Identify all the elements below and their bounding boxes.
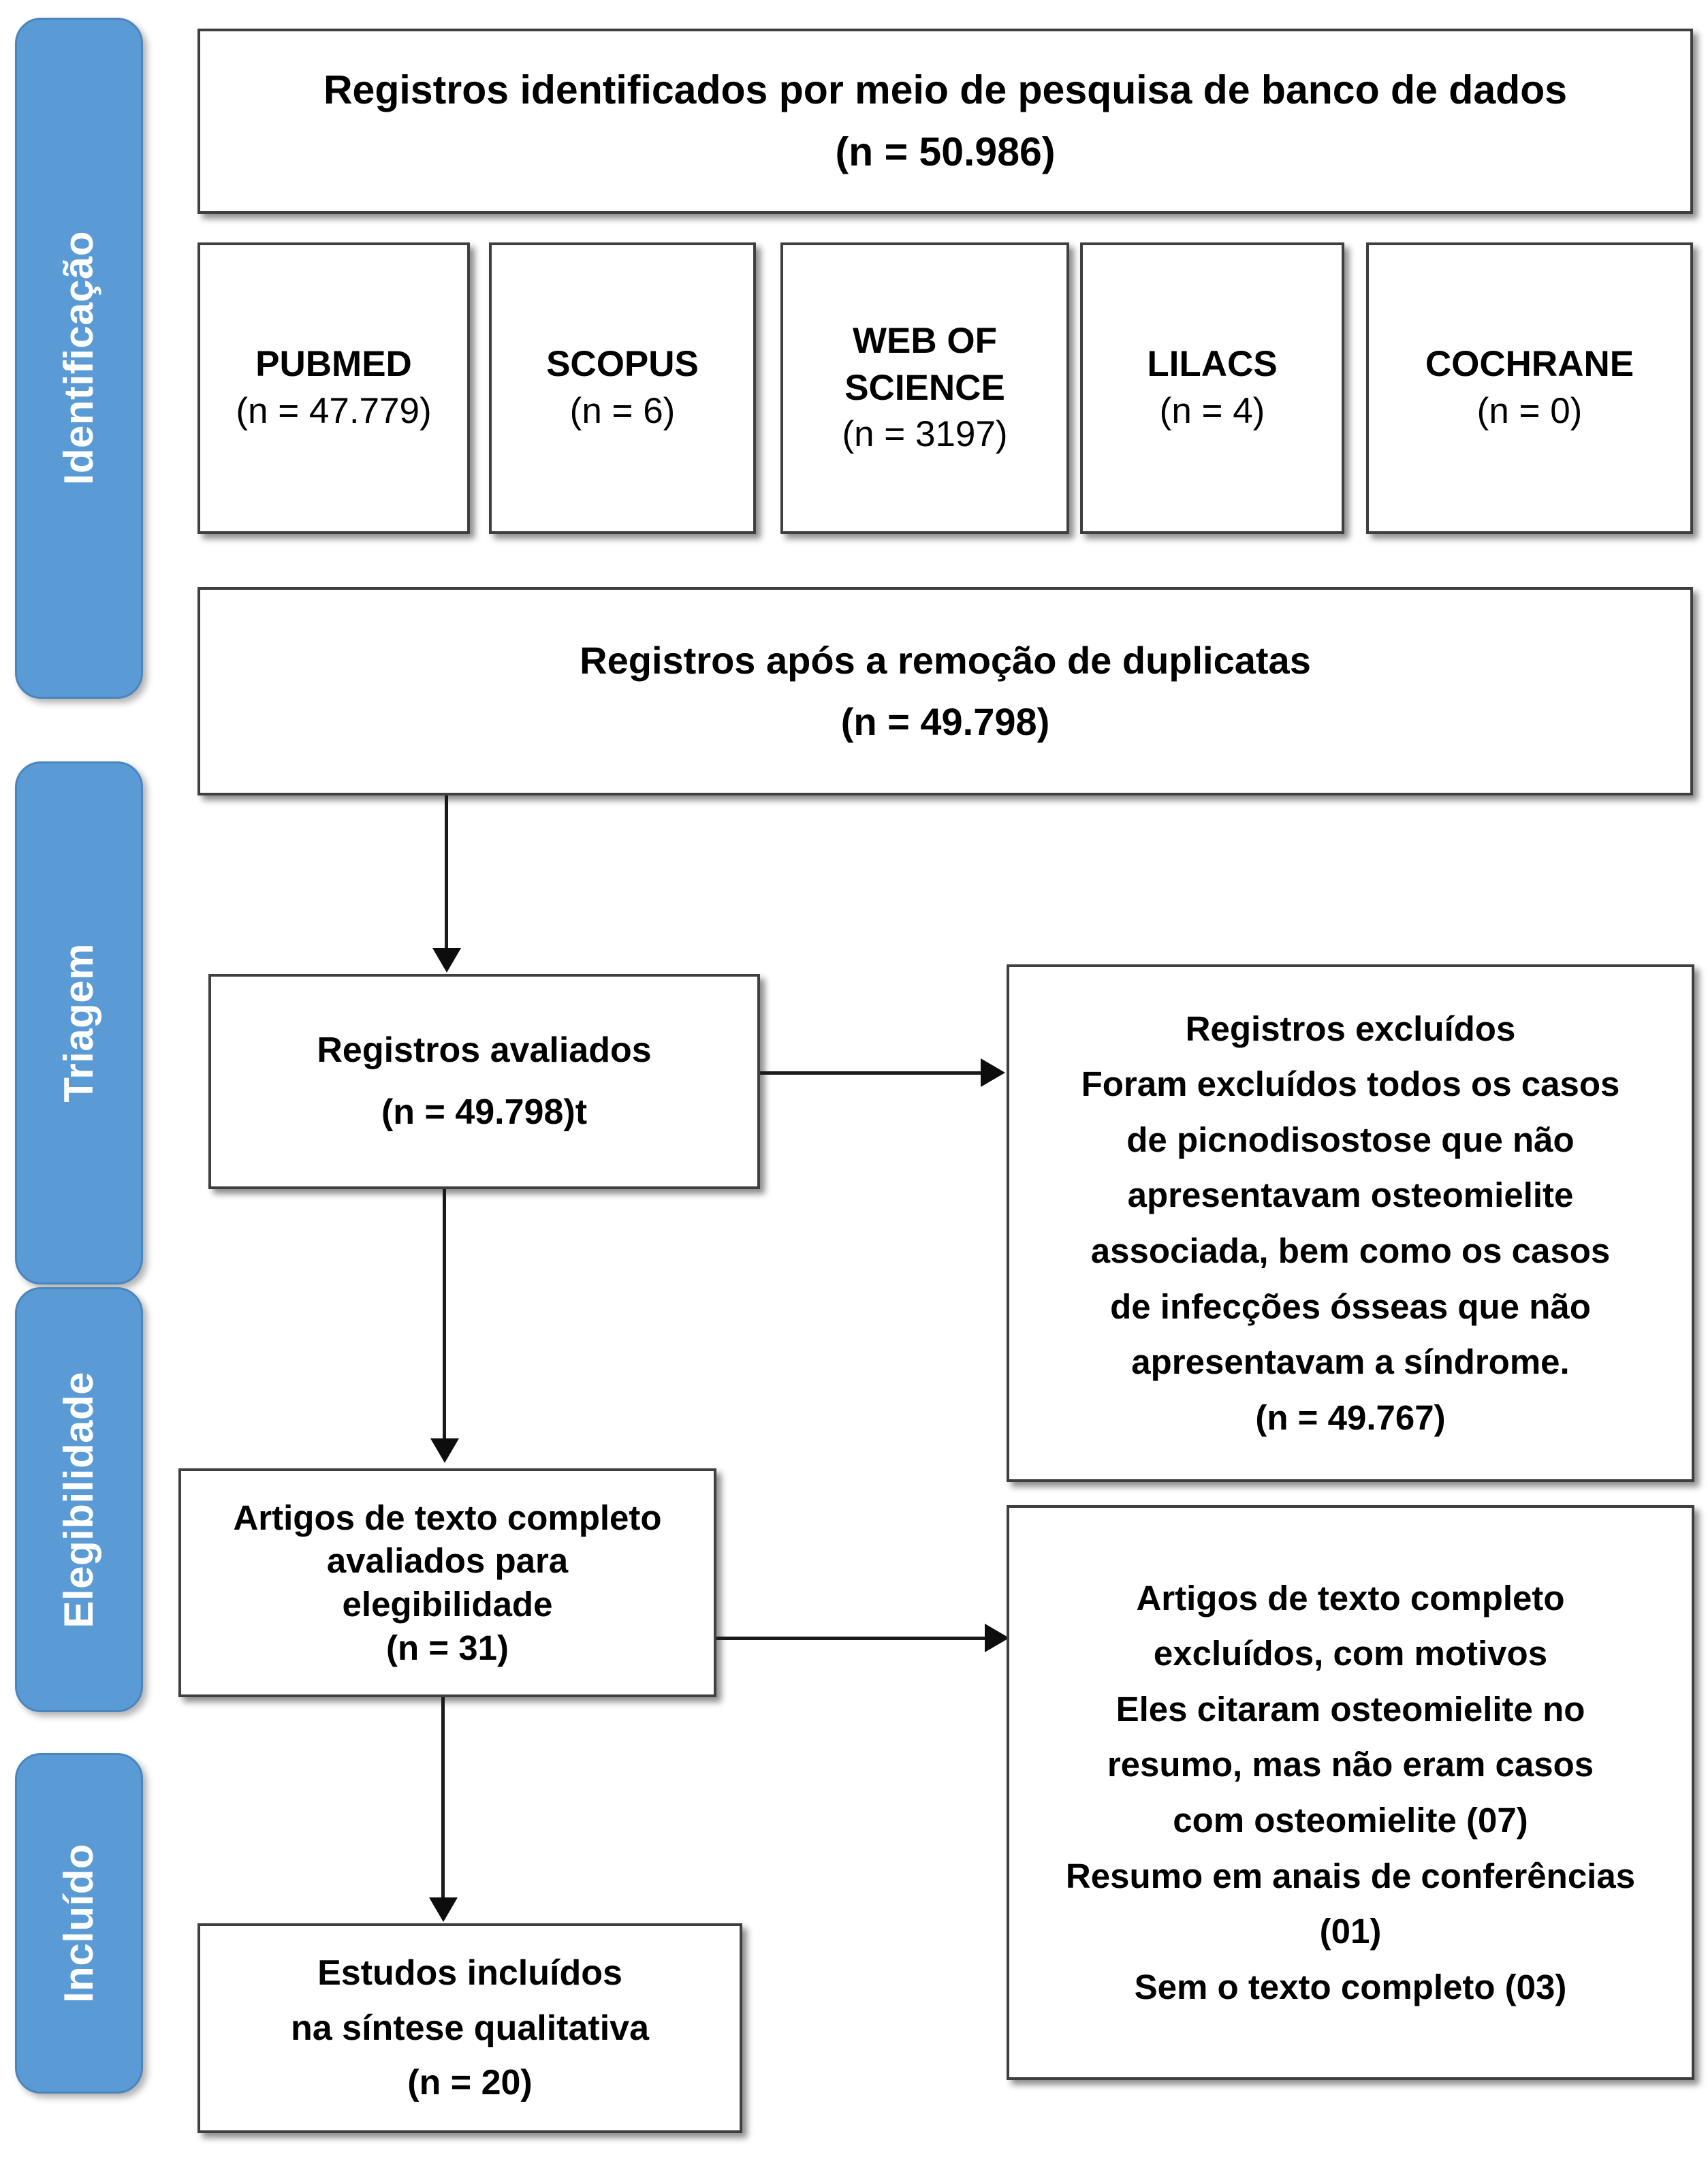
database-box-lilacs: LILACS (n = 4) bbox=[1080, 242, 1344, 534]
fulltext-assessed-line-2: avaliados para bbox=[326, 1541, 569, 1581]
studies-included-count: (n = 20) bbox=[407, 2063, 533, 2103]
database-name-scopus: SCOPUS bbox=[546, 344, 699, 385]
records-after-duplicates-title: Registros após a remoção de duplicatas bbox=[580, 639, 1311, 682]
database-count-scopus: (n = 6) bbox=[569, 391, 676, 431]
connector-dedup-to-screened bbox=[445, 795, 448, 949]
records-screened-count: (n = 49.798)t bbox=[381, 1092, 588, 1132]
connector-screened-to-eligibility bbox=[443, 1189, 446, 1440]
stage-label-elegibilidade: Elegibilidade bbox=[56, 1371, 101, 1628]
fulltext-excluded-box: Artigos de texto completo excluídos, com… bbox=[1007, 1505, 1694, 2080]
database-name-cochrane: COCHRANE bbox=[1425, 344, 1634, 385]
database-name-web-of-science-line1: WEB OF bbox=[853, 320, 997, 361]
records-after-duplicates-box: Registros após a remoção de duplicatas (… bbox=[197, 587, 1693, 795]
stage-bar-incluido: Incluído bbox=[15, 1753, 143, 2094]
stage-bar-elegibilidade: Elegibilidade bbox=[15, 1287, 143, 1712]
fulltext-assessed-line-3: elegibilidade bbox=[342, 1585, 553, 1624]
records-excluded-count: (n = 49.767) bbox=[1255, 1398, 1446, 1437]
records-identified-box: Registros identificados por meio de pesq… bbox=[197, 29, 1693, 214]
fulltext-excluded-title-line-1: Artigos de texto completo bbox=[1136, 1578, 1565, 1618]
records-identified-count: (n = 50.986) bbox=[835, 129, 1056, 174]
studies-included-line-1: Estudos incluídos bbox=[317, 1953, 622, 1993]
stage-label-identificacao: Identificação bbox=[56, 231, 101, 486]
arrow-dedup-to-screened bbox=[432, 948, 461, 973]
studies-included-line-2: na síntese qualitativa bbox=[291, 2008, 649, 2048]
arrow-screened-to-eligibility bbox=[430, 1438, 459, 1463]
studies-included-box: Estudos incluídos na síntese qualitativa… bbox=[197, 1923, 742, 2133]
stage-bar-triagem: Triagem bbox=[15, 761, 143, 1284]
fulltext-assessed-line-1: Artigos de texto completo bbox=[233, 1498, 662, 1537]
records-excluded-reason-line-3: apresentavam osteomielite bbox=[1127, 1176, 1574, 1215]
records-excluded-reason-line-2: de picnodisostose que não bbox=[1126, 1120, 1575, 1159]
records-excluded-reason-line-6: apresentavam a síndrome. bbox=[1131, 1342, 1570, 1382]
database-box-web-of-science: WEB OF SCIENCE (n = 3197) bbox=[780, 242, 1069, 534]
fulltext-excluded-reason-1-line-1: Eles citaram osteomielite no bbox=[1116, 1689, 1585, 1729]
records-identified-title: Registros identificados por meio de pesq… bbox=[323, 67, 1568, 112]
database-box-cochrane: COCHRANE (n = 0) bbox=[1366, 242, 1693, 534]
fulltext-excluded-reason-3-line-1: Sem o texto completo (03) bbox=[1134, 1967, 1567, 2006]
fulltext-excluded-reason-2-line-2: (01) bbox=[1319, 1912, 1382, 1951]
stage-bar-identificacao: Identificação bbox=[15, 18, 143, 699]
stage-label-triagem: Triagem bbox=[56, 943, 101, 1103]
database-box-scopus: SCOPUS (n = 6) bbox=[489, 242, 756, 534]
database-box-pubmed: PUBMED (n = 47.779) bbox=[197, 242, 470, 534]
records-screened-box: Registros avaliados (n = 49.798)t bbox=[208, 974, 760, 1189]
connector-screened-to-excluded bbox=[760, 1071, 992, 1075]
fulltext-excluded-reason-2-line-1: Resumo em anais de conferências bbox=[1065, 1856, 1636, 1895]
database-count-pubmed: (n = 47.779) bbox=[236, 391, 432, 431]
database-count-lilacs: (n = 4) bbox=[1159, 391, 1265, 431]
records-excluded-reason-line-5: de infecções ósseas que não bbox=[1110, 1287, 1591, 1326]
records-excluded-box: Registros excluídos Foram excluídos todo… bbox=[1007, 964, 1694, 1482]
connector-eligibility-to-included bbox=[441, 1697, 445, 1899]
arrow-screened-to-excluded bbox=[981, 1058, 1005, 1087]
records-screened-title: Registros avaliados bbox=[317, 1030, 652, 1070]
arrow-assessed-to-excluded-reasons bbox=[985, 1624, 1009, 1652]
connector-assessed-to-excluded-reasons bbox=[716, 1637, 997, 1640]
database-name-web-of-science-line2: SCIENCE bbox=[844, 367, 1005, 408]
database-name-pubmed: PUBMED bbox=[255, 344, 412, 385]
fulltext-assessed-count: (n = 31) bbox=[386, 1628, 509, 1667]
arrow-eligibility-to-included bbox=[429, 1897, 458, 1922]
database-count-web-of-science: (n = 3197) bbox=[842, 414, 1008, 455]
fulltext-assessed-box: Artigos de texto completo avaliados para… bbox=[178, 1468, 716, 1697]
database-count-cochrane: (n = 0) bbox=[1476, 391, 1583, 431]
records-excluded-reason-line-1: Foram excluídos todos os casos bbox=[1081, 1064, 1620, 1104]
fulltext-excluded-reason-1-line-2: resumo, mas não eram casos bbox=[1107, 1745, 1594, 1784]
database-name-lilacs: LILACS bbox=[1147, 344, 1278, 385]
records-excluded-title: Registros excluídos bbox=[1185, 1009, 1516, 1048]
fulltext-excluded-reason-1-line-3: com osteomielite (07) bbox=[1173, 1801, 1528, 1840]
stage-label-incluido: Incluído bbox=[56, 1844, 101, 2003]
records-excluded-reason-line-4: associada, bem como os casos bbox=[1090, 1231, 1611, 1270]
records-after-duplicates-count: (n = 49.798) bbox=[840, 700, 1050, 743]
fulltext-excluded-title-line-2: excluídos, com motivos bbox=[1153, 1634, 1548, 1673]
